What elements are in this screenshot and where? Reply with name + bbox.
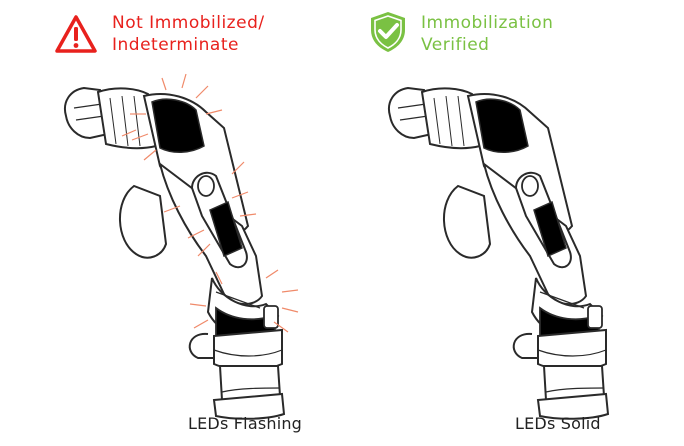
caption-leds-solid: LEDs Solid — [515, 414, 601, 433]
status-line-1: Not Immobilized/ — [112, 13, 265, 33]
status-line-1: Immobilization — [421, 13, 554, 33]
status-line-2: Indeterminate — [112, 35, 239, 55]
warning-triangle-icon — [55, 15, 97, 53]
status-line-2: Verified — [421, 35, 490, 55]
device-flashing: .red .led { fill: #e8211d; } — [63, 73, 299, 420]
status-immobilization-verified: Immobilization Verified — [421, 12, 553, 56]
flash-rays — [121, 73, 299, 333]
shield-check-icon — [371, 12, 405, 52]
device-solid: .green .led { fill: #84c63e; } — [387, 87, 609, 420]
caption-leds-flashing: LEDs Flashing — [188, 414, 303, 433]
status-not-immobilized: Not Immobilized/ Indeterminate — [112, 12, 265, 56]
